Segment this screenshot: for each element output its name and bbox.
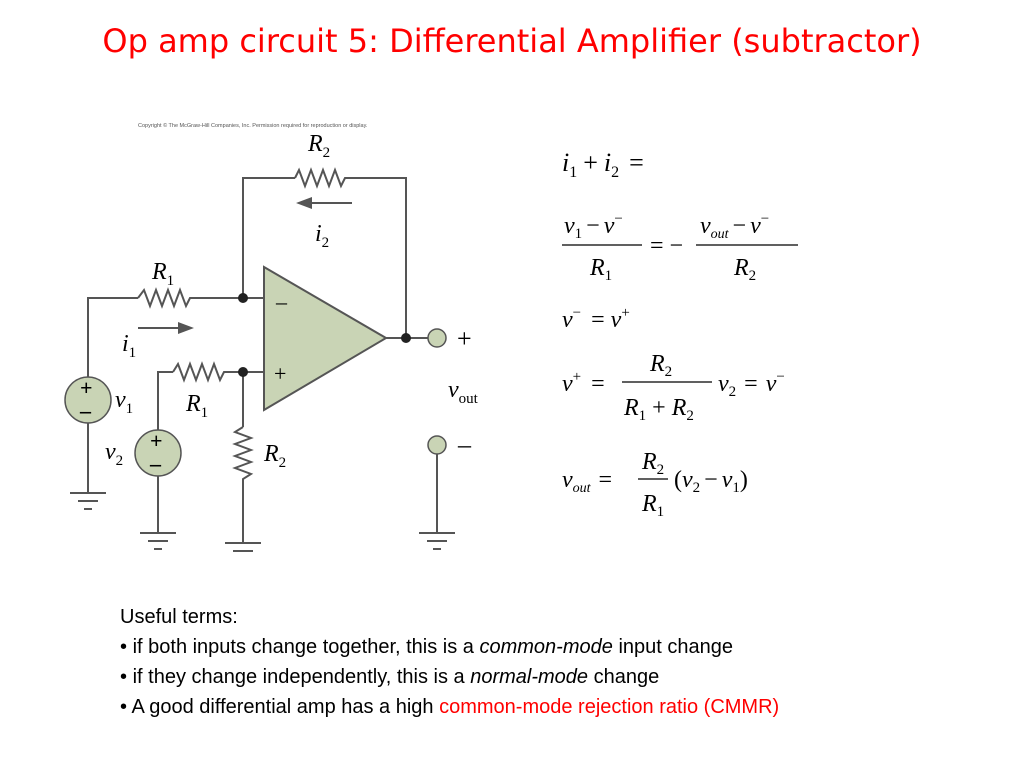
equation-output: vout= R2 R1 (v2−v1) (562, 449, 748, 520)
svg-text:–: – (79, 398, 92, 423)
current-arrow-i1 (138, 322, 194, 334)
label-output-minus: – (457, 430, 472, 459)
equation-virtual-short: v−=v+ (562, 305, 630, 333)
junction-dots (238, 293, 411, 377)
resistor-r1-input (137, 287, 195, 309)
svg-text:v1−v−: v1−v− (564, 211, 623, 242)
label-r1-input: R1 (151, 259, 174, 289)
label-output-plus: + (457, 324, 472, 353)
label-i1: i1 (122, 331, 136, 361)
svg-text:v+=: v+= (562, 369, 605, 397)
terms-item-normal-mode: • if they change independently, this is … (120, 666, 660, 688)
svg-text:–: – (149, 451, 162, 476)
svg-text:+: + (150, 428, 163, 453)
svg-text:R1+R2: R1+R2 (623, 395, 694, 424)
circuit-wires (87, 177, 438, 543)
op-amp-triangle (263, 265, 388, 412)
copyright-notice: Copyright © The McGraw-Hill Companies, I… (138, 122, 368, 129)
label-v2: v2 (105, 439, 123, 469)
terms-item-common-mode: • if both inputs change together, this i… (120, 636, 733, 658)
output-terminal-positive (427, 328, 447, 348)
resistor-r2-ground (232, 426, 254, 483)
equation-current-sum: i1+i2= (562, 148, 644, 181)
svg-text:vout−v−: vout−v− (700, 211, 769, 242)
label-vout: vout (448, 377, 479, 407)
terms-item-cmrr: • A good differential amp has a high com… (120, 696, 780, 718)
resistor-r2-feedback (294, 167, 349, 189)
svg-text:(v2−v1): (v2−v1) (674, 467, 748, 496)
svg-text:R1: R1 (641, 491, 664, 520)
svg-text:R2: R2 (641, 449, 664, 478)
voltage-source-v1: + – (64, 375, 112, 424)
equations-panel: i1+i2= v1−v− R1 = − vout−v− R2 v−=v+ v+=… (562, 148, 798, 520)
op-amp-plus-sign: + (274, 361, 286, 386)
svg-text:R2: R2 (649, 351, 672, 380)
ground-symbols (70, 492, 455, 552)
op-amp-minus-sign: – (275, 289, 288, 314)
equation-divider: v+= R2 R1+R2 v2=v− (562, 351, 785, 424)
svg-text:R1: R1 (589, 255, 612, 284)
svg-text:v2=v−: v2=v− (718, 369, 785, 400)
svg-text:= −: = − (650, 233, 683, 259)
label-r1-noninverting: R1 (185, 391, 208, 421)
equation-kcl: v1−v− R1 = − vout−v− R2 (562, 211, 798, 284)
useful-terms: Useful terms: • if both inputs change to… (120, 602, 779, 722)
svg-text:R2: R2 (733, 255, 756, 284)
svg-text:+: + (80, 375, 93, 400)
output-terminal-negative (427, 435, 447, 455)
svg-text:vout=: vout= (562, 467, 612, 496)
current-arrow-i2 (296, 197, 352, 209)
differential-amplifier-circuit: Copyright © The McGraw-Hill Companies, I… (64, 122, 479, 552)
slide-title: Op amp circuit 5: Differential Amplifier… (102, 22, 922, 60)
voltage-source-v2: + – (134, 428, 182, 477)
label-i2: i2 (315, 221, 329, 251)
terms-heading: Useful terms: (120, 606, 238, 628)
label-r2-ground: R2 (263, 441, 286, 471)
label-r2-feedback: R2 (307, 131, 330, 161)
label-v1: v1 (115, 387, 133, 417)
resistor-r1-noninverting (172, 361, 228, 383)
